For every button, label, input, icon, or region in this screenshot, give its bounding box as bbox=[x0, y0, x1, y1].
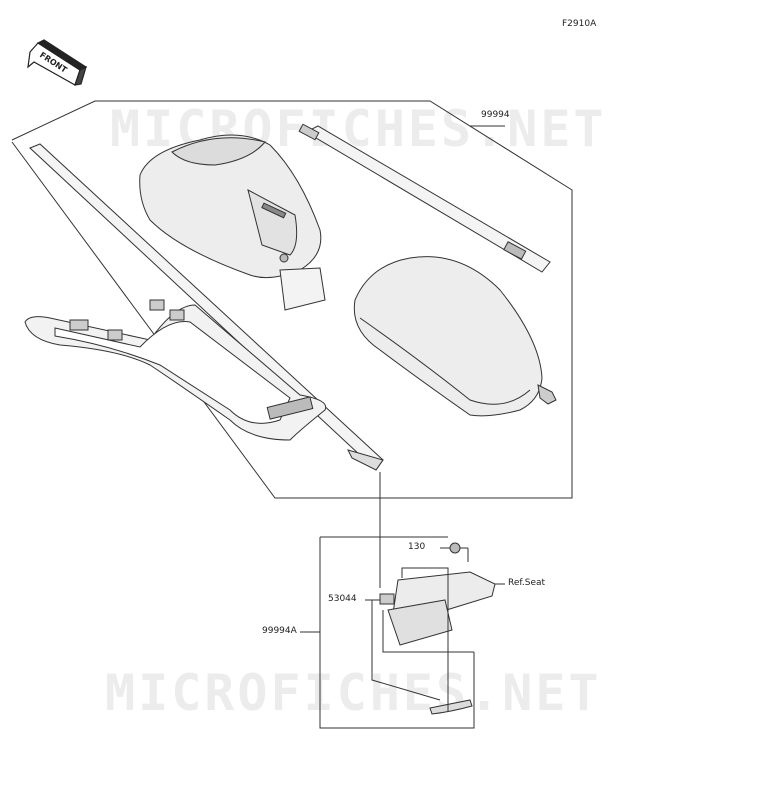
front-arrow-icon bbox=[27, 39, 88, 86]
label-53044: 53044 bbox=[328, 594, 357, 604]
kit-frame bbox=[11, 100, 573, 499]
bottom-clip bbox=[429, 699, 473, 715]
figure-id-label: F2910A bbox=[562, 19, 597, 29]
mount-parts bbox=[371, 542, 496, 715]
seat-bag bbox=[353, 256, 557, 417]
label-99994: 99994 bbox=[481, 110, 510, 120]
watermark-bottom: MICROFICHES.NET bbox=[105, 664, 602, 722]
label-99994A: 99994A bbox=[262, 626, 297, 636]
label-ref-seat: Ref.Seat bbox=[508, 578, 546, 588]
tank-bag bbox=[139, 134, 326, 311]
label-130: 130 bbox=[408, 542, 426, 552]
bracket-53044 bbox=[379, 593, 395, 605]
bolt-130 bbox=[449, 542, 461, 554]
short-strap bbox=[298, 123, 551, 273]
tank-base bbox=[24, 299, 327, 441]
